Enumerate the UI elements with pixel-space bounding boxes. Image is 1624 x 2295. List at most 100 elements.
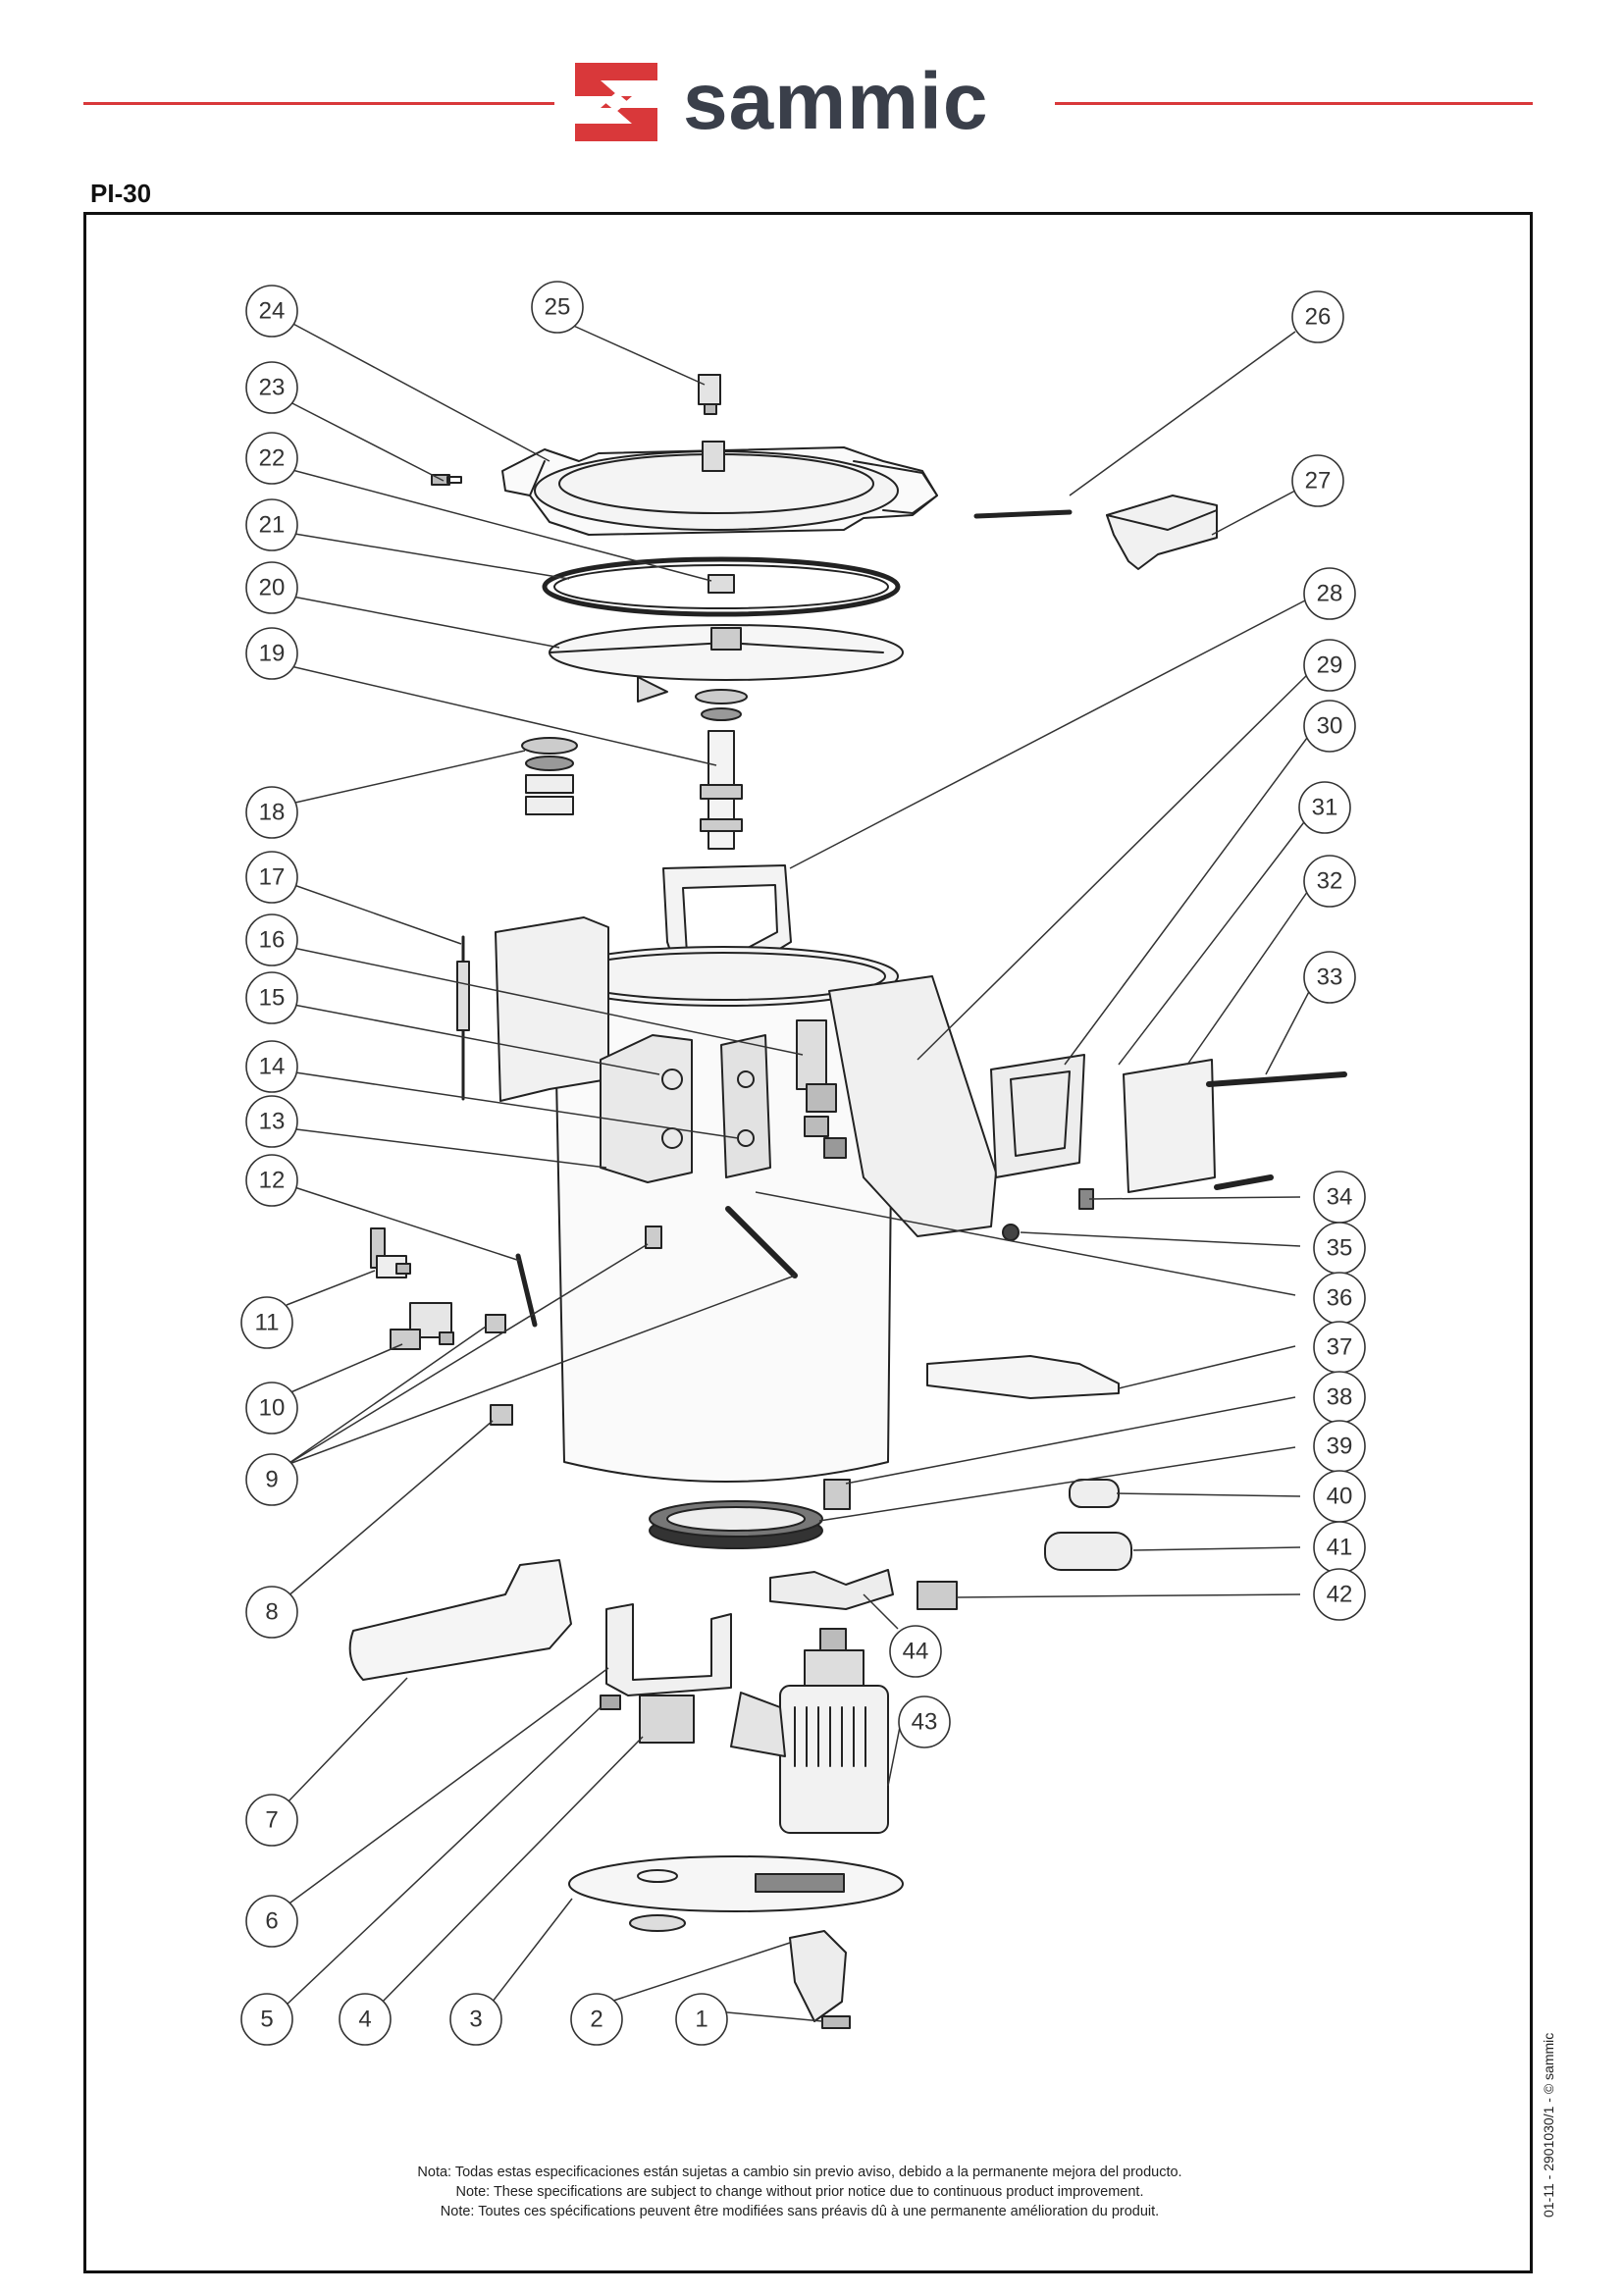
model-title: PI-30 — [90, 179, 152, 208]
svg-text:19: 19 — [259, 641, 286, 667]
callout-7: 7 — [245, 1794, 298, 1847]
callout-16: 16 — [245, 913, 298, 966]
callout-36: 36 — [1313, 1272, 1366, 1325]
callout-40: 40 — [1313, 1470, 1366, 1523]
svg-text:42: 42 — [1327, 1582, 1353, 1608]
callout-32: 32 — [1303, 855, 1356, 908]
svg-text:27: 27 — [1305, 468, 1332, 495]
callout-1: 1 — [675, 1993, 728, 2046]
svg-text:7: 7 — [265, 1807, 278, 1834]
svg-text:12: 12 — [259, 1168, 286, 1194]
brand-name: sammic — [683, 57, 989, 146]
part-bracket — [1106, 495, 1218, 570]
part-door-panel — [600, 1034, 693, 1183]
part-rod — [973, 509, 1073, 519]
svg-text:23: 23 — [259, 375, 286, 401]
svg-text:24: 24 — [259, 298, 286, 325]
svg-text:31: 31 — [1312, 795, 1338, 821]
callout-5: 5 — [240, 1993, 293, 2046]
callout-24: 24 — [245, 285, 298, 338]
callout-10: 10 — [245, 1382, 298, 1434]
part-motor-bracket — [605, 1603, 732, 1696]
svg-text:14: 14 — [259, 1054, 286, 1080]
callout-8: 8 — [245, 1586, 298, 1639]
part-hinge-rod — [725, 1206, 798, 1278]
part-cover — [1123, 1059, 1216, 1193]
svg-text:29: 29 — [1317, 652, 1343, 679]
part-shaft — [695, 689, 748, 850]
part-switch-box — [639, 1695, 695, 1744]
part-side-housing — [828, 975, 997, 1237]
callout-19: 19 — [245, 627, 298, 680]
svg-text:22: 22 — [259, 445, 286, 472]
part-support — [769, 1569, 894, 1610]
part-foot — [789, 1930, 847, 2022]
callout-39: 39 — [1313, 1420, 1366, 1473]
diagram-frame — [83, 212, 1533, 2273]
header-rule-left — [83, 102, 554, 105]
svg-text:30: 30 — [1317, 713, 1343, 740]
part-outlet-pipe — [348, 1559, 572, 1681]
part-lid-stud — [702, 441, 725, 472]
part-pulley — [649, 1500, 823, 1549]
callout-44: 44 — [889, 1625, 942, 1678]
svg-text:33: 33 — [1317, 965, 1343, 991]
callout-30: 30 — [1303, 700, 1356, 753]
part-belt — [926, 1355, 1120, 1399]
svg-text:10: 10 — [259, 1395, 286, 1422]
part-fitting-3 — [490, 1404, 513, 1426]
part-base-vent — [755, 1873, 845, 1893]
callout-markers: 1 2 3 4 5 6 7 8 9 10 11 12 13 14 15 16 1… — [240, 281, 1366, 2046]
part-abrasive-plate — [549, 624, 904, 703]
svg-text:40: 40 — [1327, 1484, 1353, 1510]
note-english: Note: These specifications are subject t… — [455, 2184, 1144, 2200]
svg-text:3: 3 — [469, 2007, 482, 2033]
callout-12: 12 — [245, 1154, 298, 1207]
part-capacitor-small — [1069, 1479, 1120, 1508]
svg-text:38: 38 — [1327, 1384, 1353, 1411]
svg-text:36: 36 — [1327, 1285, 1353, 1312]
callout-13: 13 — [245, 1095, 298, 1148]
callout-28: 28 — [1303, 567, 1356, 620]
callout-37: 37 — [1313, 1321, 1366, 1374]
svg-text:18: 18 — [259, 800, 286, 826]
callout-3: 3 — [449, 1993, 502, 2046]
part-control-panel — [720, 1034, 771, 1178]
svg-text:13: 13 — [259, 1109, 286, 1135]
callout-4: 4 — [339, 1993, 392, 2046]
callout-14: 14 — [245, 1040, 298, 1093]
note-spanish: Nota: Todas estas especificaciones están… — [417, 2165, 1182, 2180]
svg-text:21: 21 — [259, 512, 286, 539]
callout-34: 34 — [1313, 1171, 1366, 1224]
part-bearings — [521, 737, 578, 815]
callout-42: 42 — [1313, 1568, 1366, 1621]
callout-22: 22 — [245, 432, 298, 485]
callout-31: 31 — [1298, 781, 1351, 834]
svg-text:28: 28 — [1317, 581, 1343, 607]
part-coupling — [823, 1479, 851, 1510]
callout-18: 18 — [245, 786, 298, 839]
callout-27: 27 — [1291, 454, 1344, 507]
part-gasket-ring — [542, 556, 901, 617]
svg-text:9: 9 — [265, 1467, 278, 1493]
svg-text:32: 32 — [1317, 868, 1343, 895]
svg-text:2: 2 — [590, 2007, 602, 2033]
part-foot-cap — [821, 2015, 851, 2029]
svg-text:17: 17 — [259, 864, 286, 891]
svg-text:4: 4 — [358, 2007, 371, 2033]
part-strip — [515, 1253, 538, 1328]
document-reference: 01-11 - 2901030/1 - © sammic — [1541, 2032, 1556, 2217]
svg-text:6: 6 — [265, 1908, 278, 1935]
note-french: Note: Toutes ces spécifications peuvent … — [440, 2204, 1160, 2219]
svg-text:16: 16 — [259, 927, 286, 954]
part-rear-bracket — [495, 916, 609, 1102]
part-connector — [917, 1581, 958, 1610]
part-solenoid-valve — [390, 1302, 454, 1350]
part-spring — [456, 935, 470, 1101]
callout-26: 26 — [1291, 290, 1344, 343]
svg-text:1: 1 — [695, 2007, 707, 2033]
svg-text:25: 25 — [545, 294, 571, 321]
svg-text:35: 35 — [1327, 1235, 1353, 1262]
svg-text:5: 5 — [260, 2007, 273, 2033]
